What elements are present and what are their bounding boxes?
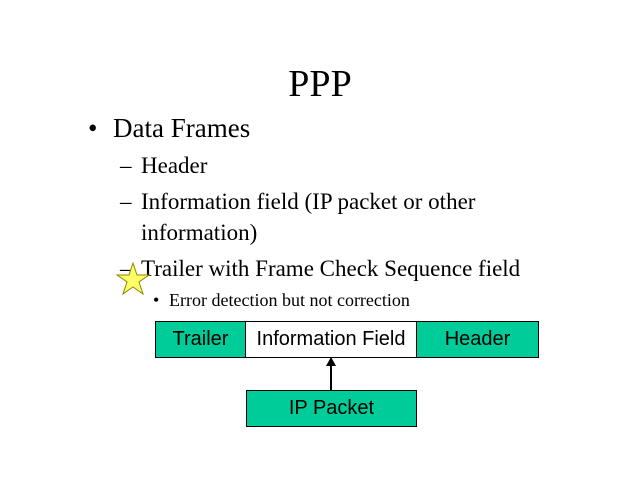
slide-title: PPP	[288, 63, 352, 105]
bullet-trailer: Trailer with Frame Check Sequence field	[141, 256, 521, 281]
trailer-field: Trailer	[155, 321, 246, 358]
header-field: Header	[416, 321, 539, 358]
dash: –	[120, 256, 132, 281]
bullet-error: Error detection but not correction	[169, 290, 410, 310]
bullet-header: Header	[141, 153, 208, 178]
dash: –	[120, 189, 132, 214]
ip-packet: IP Packet	[246, 390, 417, 427]
bullet-data-frames: Data Frames	[113, 113, 251, 143]
bullet-info-line2: information)	[141, 220, 258, 245]
information-field: Information Field	[245, 321, 417, 358]
star-icon	[116, 262, 150, 296]
arrow-up-icon	[326, 357, 336, 391]
bullet-dot: •	[153, 290, 160, 310]
dash: –	[120, 153, 132, 178]
bullet-dot: •	[88, 113, 98, 143]
bullet-info-line1: Information field (IP packet or other	[141, 189, 476, 214]
